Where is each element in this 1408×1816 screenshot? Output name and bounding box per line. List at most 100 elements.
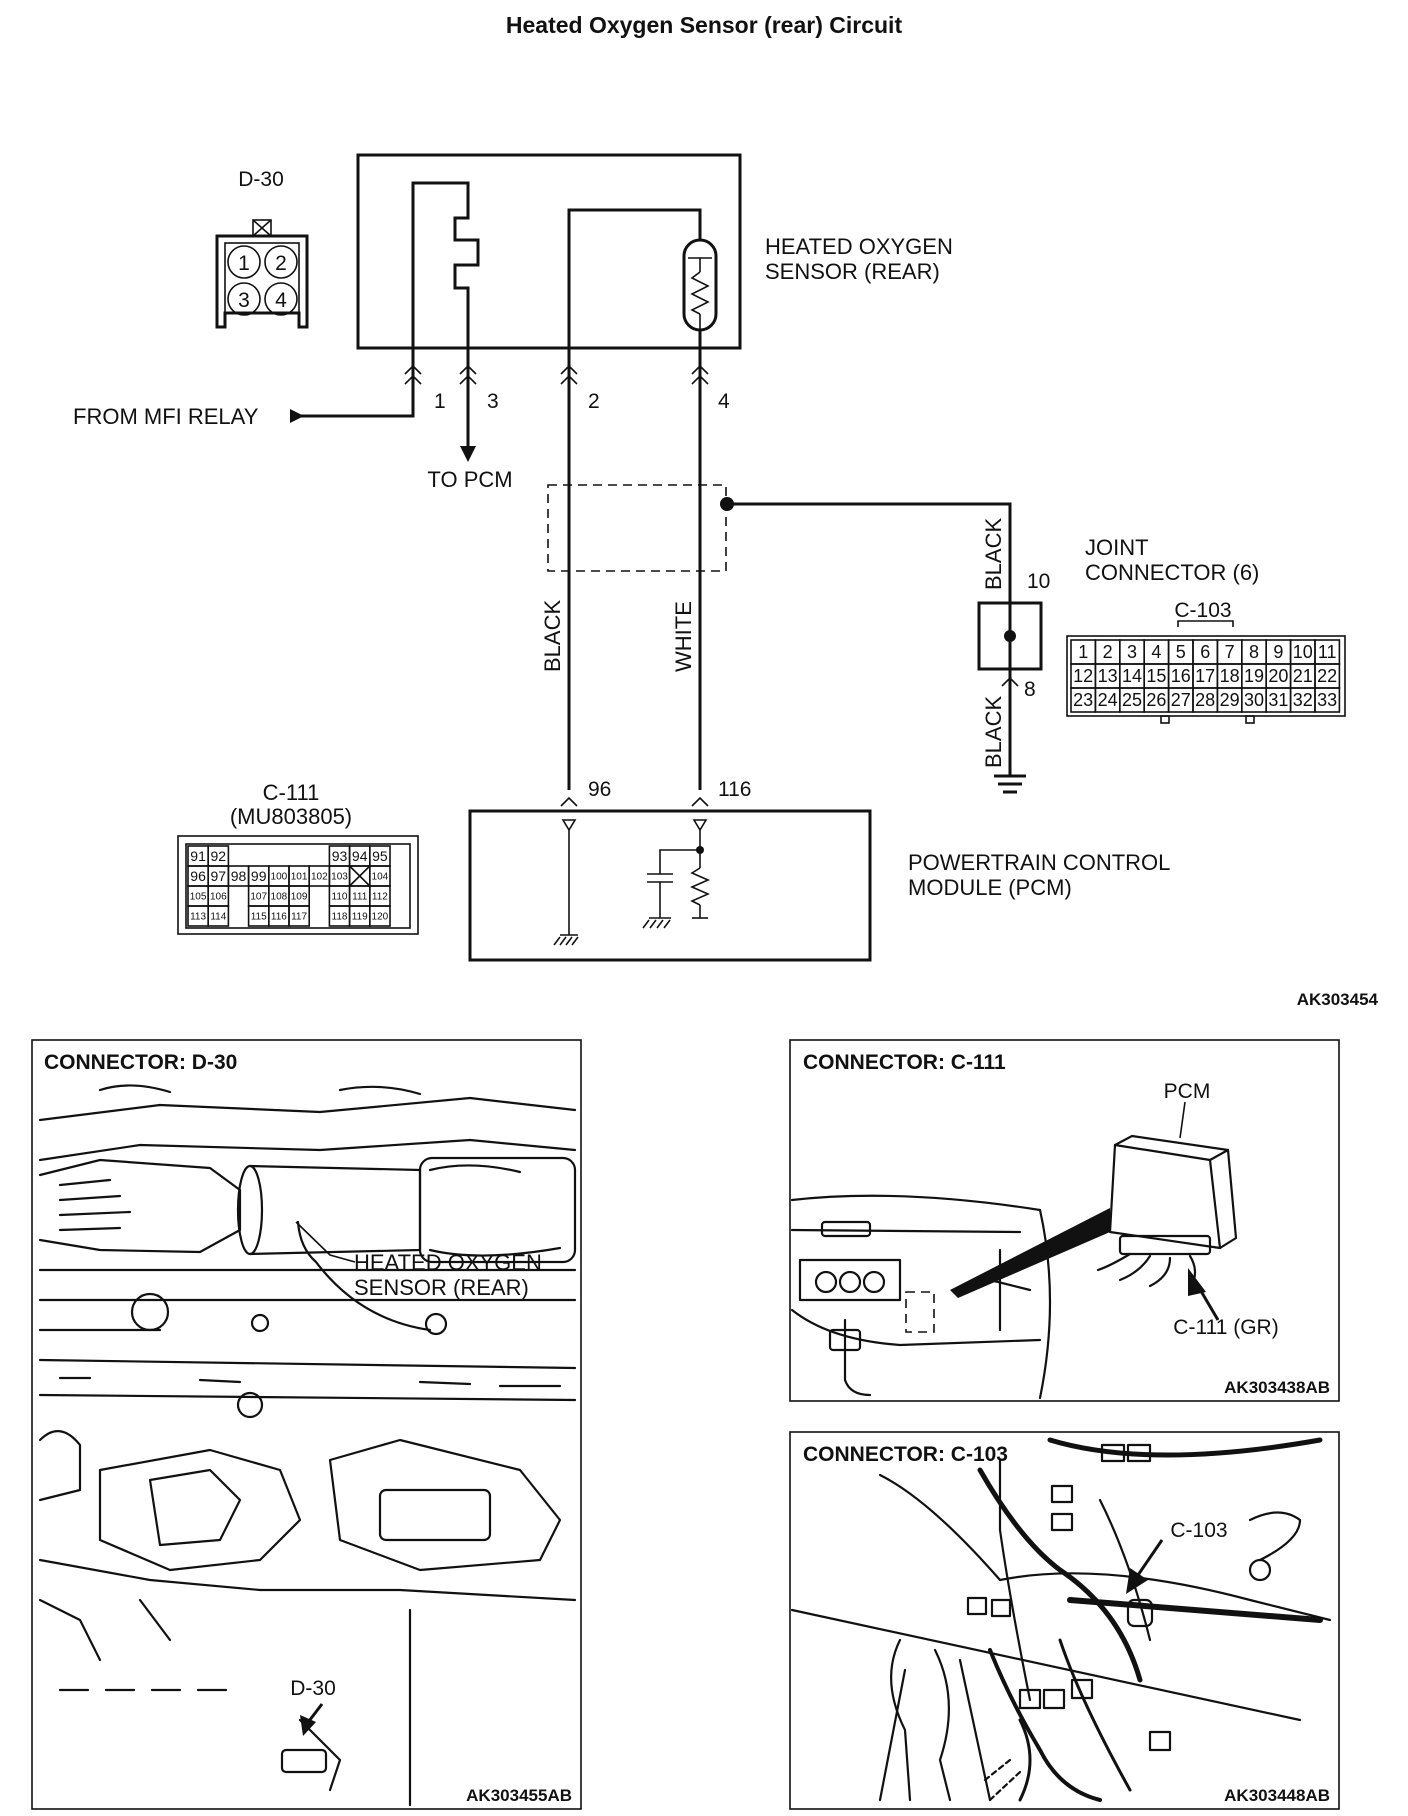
from-mfi-relay-label: FROM MFI RELAY [73,404,259,429]
c103-pin-number: 2 [1103,642,1113,662]
svg-text:4: 4 [275,289,287,312]
c103-pin-number: 29 [1220,690,1240,710]
panel-c103-figure-id: AK303448AB [1224,1786,1330,1805]
to-pcm-label: TO PCM [427,467,512,492]
c111-pin-number: 118 [332,912,348,923]
c111-pin-number: 93 [332,848,348,864]
c111-pin-number: 103 [331,872,348,883]
c111-pin-number: 97 [211,868,227,884]
sensor-pin-2: 2 [588,390,600,413]
wire-color-black-bottom: BLACK [981,696,1006,768]
c103-pin-number: 9 [1273,642,1283,662]
panel-connector-c111: CONNECTOR: C-111 PCM C-111 (GR) AK3034 [789,1039,1340,1402]
panel-c111-pcm-callout: PCM [1164,1080,1211,1103]
c103-pin-number: 7 [1225,642,1235,662]
pcm-symbol [468,796,872,962]
c103-pin-number: 5 [1176,642,1186,662]
c103-pin-number: 31 [1268,690,1288,710]
c103-pin-number: 6 [1200,642,1210,662]
svg-text:3: 3 [238,289,250,312]
c103-pin-number: 26 [1146,690,1166,710]
c111-pin-number: 91 [190,848,206,864]
c111-pin-number: 117 [291,912,307,923]
c103-pin-number: 20 [1268,666,1288,686]
c111-pin-number: 105 [190,892,207,903]
console-harness-illustration [790,1437,1332,1802]
svg-text:1: 1 [238,252,250,275]
d30-pin-1 [227,245,261,279]
c111-pin-number: 107 [250,892,267,903]
panel-c111-connector-callout: C-111 (GR) [1173,1316,1278,1339]
c103-pin-number: 18 [1220,666,1240,686]
c103-pin-number: 27 [1171,690,1191,710]
panel-connector-c103: CONNECTOR: C-103 [789,1431,1340,1810]
c103-pin-number: 8 [1249,642,1259,662]
sensor-element [411,181,480,350]
c111-location-arrow [1188,1268,1206,1296]
c111-pin-number: 113 [190,912,206,923]
pcm-label: POWERTRAIN CONTROL [908,850,1170,875]
d30-connector-face: D-30 1 2 3 4 [215,168,309,329]
c103-pin-number: 1 [1078,642,1088,662]
c111-pin-cell [207,905,230,927]
d30-pin-4 [264,282,298,316]
wire-color-white: WHITE [671,601,696,672]
pcm-location-dashed [905,1291,935,1333]
panel-c111-figure-id: AK303438AB [1224,1378,1330,1397]
panel-connector-d30: CONNECTOR: D-30 [31,1039,582,1810]
panel-c103-connector-callout: C-103 [1170,1519,1227,1542]
joint-pin-10: 10 [1027,570,1050,593]
c103-pin-number: 21 [1293,666,1313,686]
svg-text:MODULE (PCM): MODULE (PCM) [908,875,1072,900]
d30-label: D-30 [238,168,284,191]
vehicle-underbody-illustration [38,1084,577,1807]
circuit-wires [290,350,1012,790]
sensor-label: HEATED OXYGEN [765,234,953,259]
sensor-pin-4: 4 [718,390,730,413]
c111-pin-cell [368,905,391,927]
c111-pin-number: 120 [372,912,389,923]
svg-text:SENSOR (REAR): SENSOR (REAR) [354,1275,529,1300]
heated-oxygen-sensor-symbol [356,153,742,350]
splice-dashed-box [547,484,727,572]
c103-pin-number: 23 [1073,690,1093,710]
c111-pin-number: 108 [271,892,288,903]
schematic-figure-id: AK303454 [1297,990,1379,1009]
panel-d30-header: CONNECTOR: D-30 [44,1051,237,1074]
joint-connector-symbol [977,601,1043,794]
c111-part-number: (MU803805) [230,804,352,829]
c103-pin-number: 24 [1098,690,1118,710]
c103-pin-number: 16 [1171,666,1191,686]
c103-location-arrow [1126,1568,1148,1594]
c103-pin-number: 22 [1317,666,1337,686]
svg-text:2: 2 [275,252,287,275]
c111-pin-number: 95 [372,848,388,864]
c103-pin-number: 28 [1195,690,1215,710]
sensor-pin-3: 3 [487,390,499,413]
page-title: Heated Oxygen Sensor (rear) Circuit [506,12,903,38]
c103-pin-number: 3 [1127,642,1137,662]
c111-pin-number: 104 [372,872,389,883]
c111-pin-number: 115 [251,912,267,923]
c103-pin-number: 10 [1293,642,1313,662]
c103-pin-number: 13 [1098,666,1118,686]
d30-location-arrow [300,1715,316,1736]
svg-text:CONNECTOR (6): CONNECTOR (6) [1085,560,1259,585]
c103-pin-number: 25 [1122,690,1142,710]
pcm-unit-illustration [1096,1134,1238,1292]
dashboard-illustration [790,1194,1052,1400]
c111-pin-number: 116 [271,912,287,923]
d30-pin-3 [227,282,261,316]
c103-pin-number: 17 [1195,666,1215,686]
c111-pin-number: 114 [210,912,226,923]
c103-pin-number: 12 [1073,666,1093,686]
c111-pin-number: 102 [311,872,328,883]
c103-pin-number: 15 [1146,666,1166,686]
connector-pin-marks [404,364,709,385]
heater-wire [567,208,702,350]
c111-pin-number: 110 [332,892,348,903]
c111-pin-number: 92 [211,848,227,864]
c103-pin-number: 33 [1317,690,1337,710]
sensor-pin-1: 1 [434,390,446,413]
panel-d30-connector-callout: D-30 [290,1677,336,1700]
